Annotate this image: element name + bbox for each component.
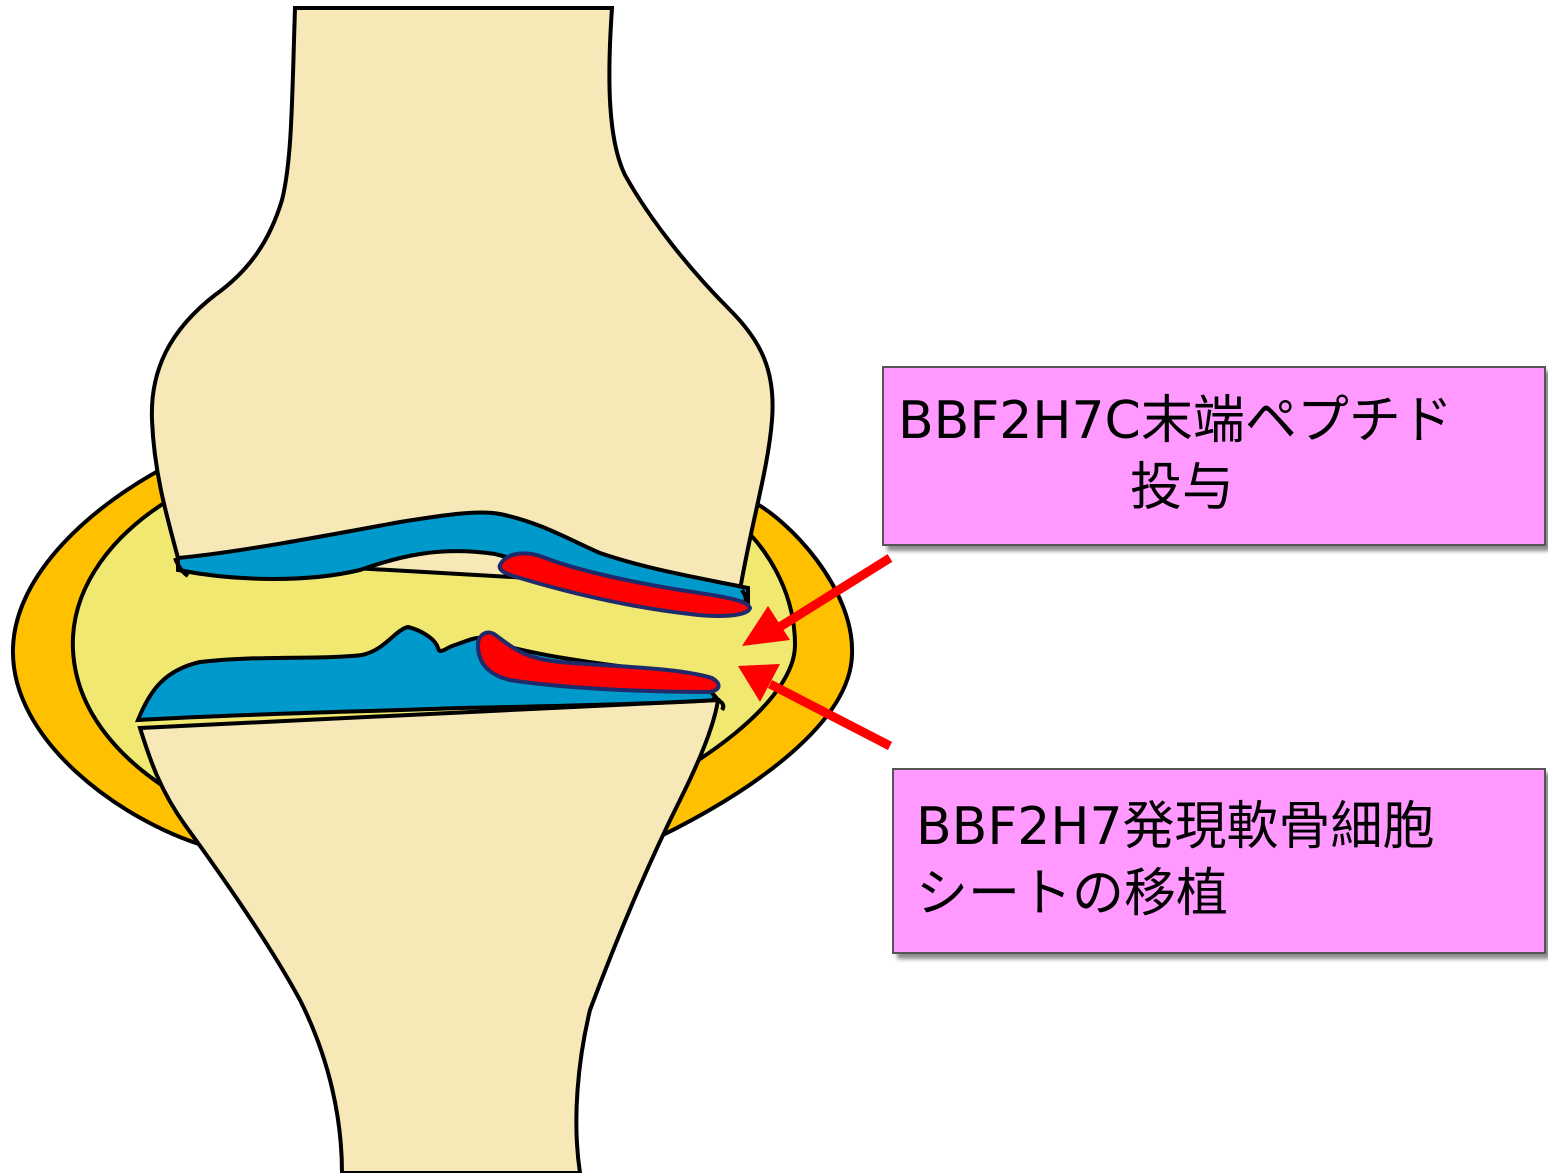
- cell-sheet-transplant-label: BBF2H7発現軟骨細胞 シートの移植: [892, 768, 1546, 954]
- transplant-label-line1: BBF2H7発現軟骨細胞: [916, 794, 1536, 861]
- peptide-label-line2: 投与: [898, 455, 1536, 522]
- lower-bone: [140, 700, 718, 1173]
- peptide-label-line1: BBF2H7C末端ペプチド: [898, 388, 1536, 455]
- peptide-administration-label: BBF2H7C末端ペプチド 投与: [882, 366, 1546, 546]
- transplant-label-line2: シートの移植: [916, 861, 1536, 928]
- upper-bone: [152, 8, 773, 590]
